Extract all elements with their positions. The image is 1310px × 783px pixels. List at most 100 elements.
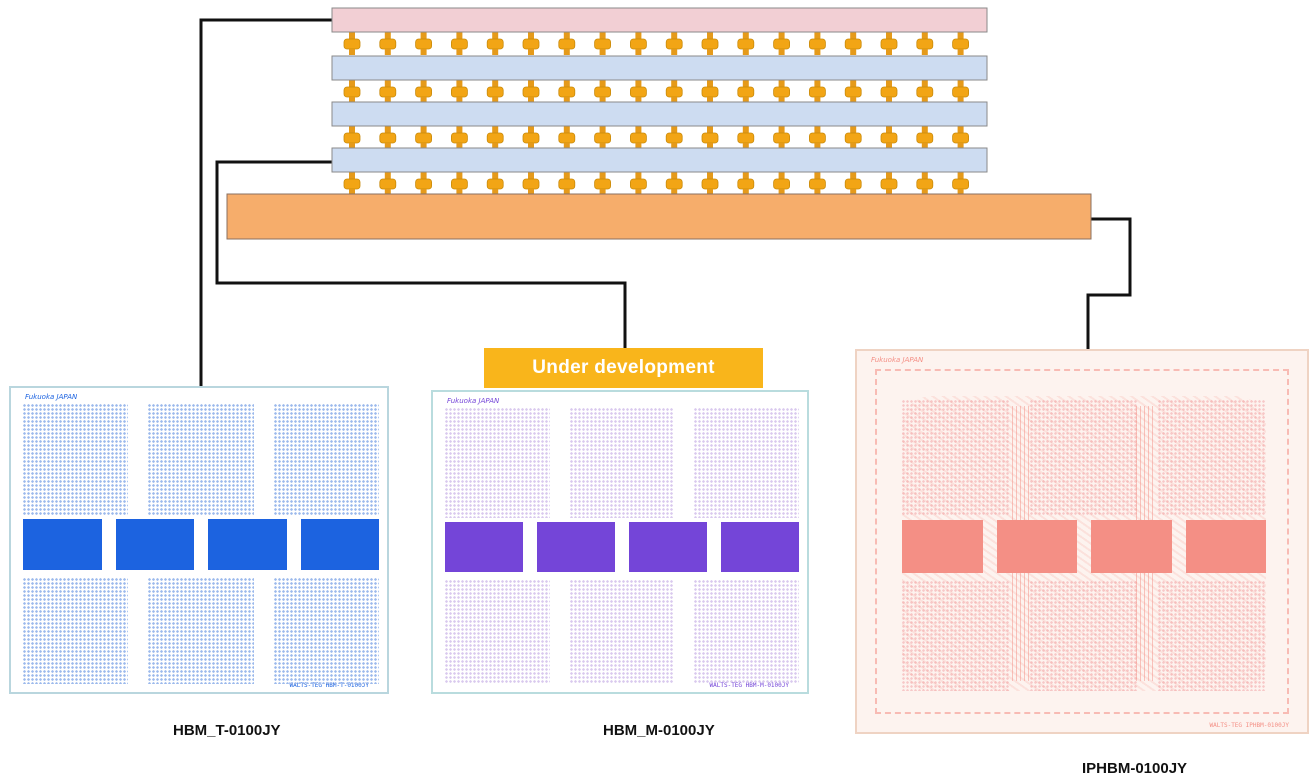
bump: [635, 126, 642, 133]
bump: [773, 178, 790, 190]
bump: [456, 49, 463, 55]
bump: [707, 32, 713, 39]
bump: [737, 38, 755, 50]
bump: [778, 143, 785, 149]
bump: [671, 189, 678, 195]
top-die: [331, 7, 988, 33]
bump: [671, 32, 678, 39]
bump: [563, 49, 570, 55]
bump-field: [902, 400, 1010, 516]
pad-block: [1091, 519, 1172, 573]
chip-corner-text: Fukuoka JAPAN: [871, 356, 924, 364]
bump: [952, 38, 969, 50]
bump: [707, 97, 713, 103]
bump: [742, 189, 749, 195]
pad-block: [300, 519, 379, 571]
pad-block: [23, 519, 102, 571]
bump: [707, 143, 713, 149]
bump: [420, 80, 427, 87]
bump: [528, 80, 534, 87]
bump: [773, 132, 790, 144]
bump-field: [148, 404, 254, 516]
bump: [528, 172, 534, 179]
bump: [384, 80, 391, 87]
bump-field: [148, 578, 254, 684]
bump: [921, 97, 928, 103]
bump: [814, 97, 821, 103]
bump: [737, 132, 755, 144]
bump: [880, 178, 898, 190]
bump: [594, 38, 611, 50]
bump: [957, 80, 964, 87]
bump: [456, 143, 463, 149]
bump: [880, 132, 898, 144]
bump: [528, 49, 534, 55]
bump: [492, 143, 499, 149]
bump: [343, 38, 361, 50]
bump: [563, 126, 570, 133]
chip-label-hbm-m: HBM_M-0100JY: [603, 722, 715, 739]
bump: [850, 126, 857, 133]
die-stack: [226, 7, 1092, 240]
bump: [635, 143, 642, 149]
bump: [349, 189, 355, 195]
bump-field: [23, 404, 129, 516]
pad-block: [445, 521, 523, 572]
bump: [921, 49, 928, 55]
bump: [952, 178, 969, 190]
bump: [594, 132, 611, 144]
bump: [599, 97, 606, 103]
bump: [630, 178, 647, 190]
bump: [528, 143, 534, 149]
bump: [671, 172, 678, 179]
bump-field: [1158, 581, 1266, 691]
bump: [957, 97, 964, 103]
chip-label-hbm-t: HBM_T-0100JY: [173, 722, 281, 739]
bump: [957, 189, 964, 195]
bump: [814, 126, 821, 133]
bump: [343, 178, 361, 190]
bump-field: [1030, 581, 1138, 691]
bump: [492, 126, 499, 133]
bump: [420, 126, 427, 133]
bump: [671, 80, 678, 87]
bump: [886, 172, 892, 179]
bump: [599, 32, 606, 39]
bump: [635, 189, 642, 195]
bump: [420, 32, 427, 39]
pad-block: [902, 519, 983, 573]
bump: [844, 132, 862, 144]
bump: [952, 132, 969, 144]
bump: [778, 80, 785, 87]
bump: [742, 97, 749, 103]
bump: [850, 143, 857, 149]
bump: [921, 189, 928, 195]
status-badge: Under development: [484, 348, 763, 388]
bump-field: [569, 580, 675, 684]
bump: [486, 38, 504, 50]
bump: [563, 172, 570, 179]
chip-corner-text: Fukuoka JAPAN: [25, 393, 78, 401]
bump: [415, 38, 433, 50]
bump: [450, 86, 468, 98]
bump: [349, 126, 355, 133]
bump: [701, 38, 719, 50]
bump: [384, 97, 391, 103]
routing-frame: [875, 369, 1289, 714]
bump: [599, 126, 606, 133]
bump: [343, 132, 361, 144]
bump-field: [273, 578, 379, 684]
bump: [630, 86, 647, 98]
bump: [886, 97, 892, 103]
base-die: [226, 193, 1092, 240]
bump: [742, 143, 749, 149]
bump: [916, 86, 934, 98]
bump: [886, 80, 892, 87]
pad-block: [208, 519, 287, 571]
chip-layout-hbm-m: Fukuoka JAPAN WALTS-TEG HBM-M-0100JY: [431, 390, 809, 694]
bump: [420, 143, 427, 149]
core-die: [331, 147, 988, 173]
bump: [450, 38, 468, 50]
bump: [599, 143, 606, 149]
bump: [886, 32, 892, 39]
